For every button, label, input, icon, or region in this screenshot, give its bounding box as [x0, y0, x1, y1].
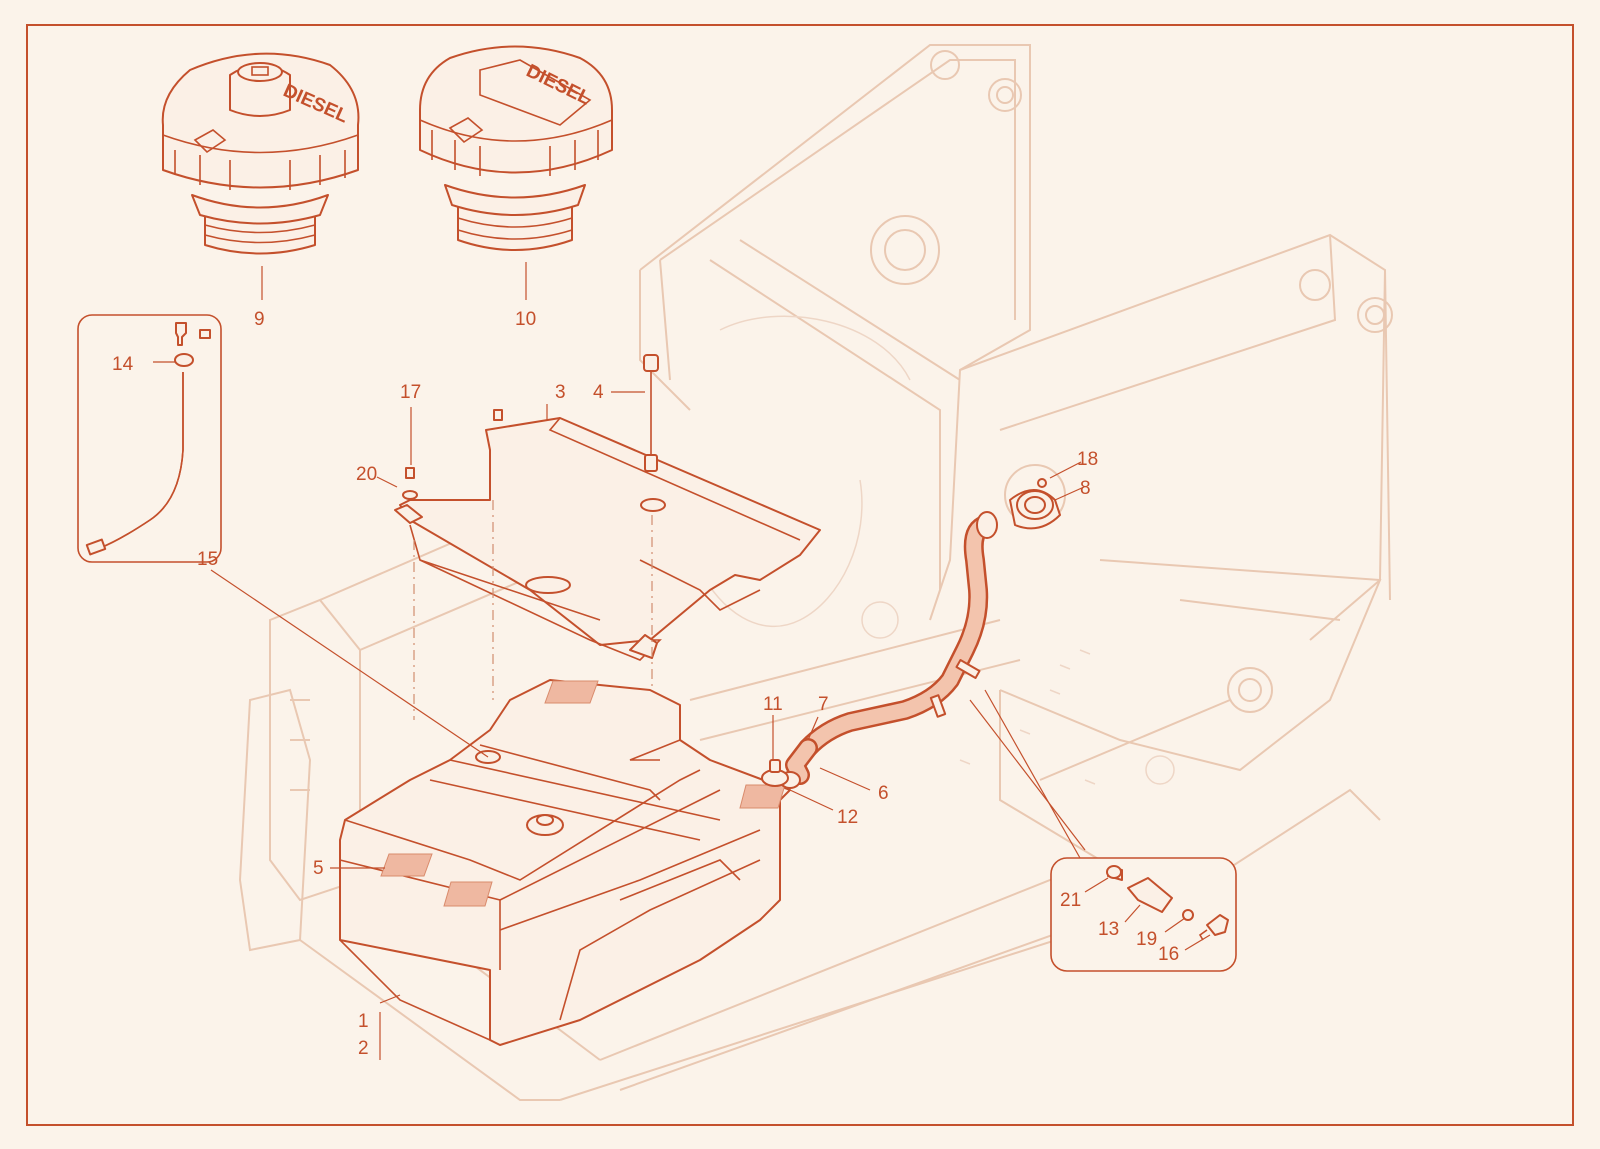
filler-neck-8 [1009, 478, 1061, 530]
clamp-12-fitting-11 [761, 759, 789, 787]
callout-1: 1 [358, 1011, 369, 1032]
callout-19: 19 [1136, 929, 1157, 950]
callout-6: 6 [878, 783, 889, 804]
callout-5: 5 [313, 858, 324, 879]
fuel-cap-10: DIESEL [419, 45, 613, 251]
callout-16: 16 [1158, 944, 1179, 965]
callout-20: 20 [356, 464, 377, 485]
callout-8: 8 [1080, 478, 1091, 499]
tank-bracket-3 [394, 417, 821, 661]
callout-7: 7 [818, 694, 829, 715]
bolt-17-washer-20 [402, 409, 503, 500]
vent-hose-inset [77, 314, 222, 563]
callout-13: 13 [1098, 919, 1119, 940]
alignment-lines [413, 500, 653, 720]
callout-14: 14 [112, 354, 134, 375]
callout-2: 2 [358, 1038, 369, 1059]
callout-9: 9 [254, 309, 265, 330]
leader-lines [153, 262, 1211, 1060]
callout-17: 17 [400, 382, 421, 403]
latch-hardware-inset [1050, 857, 1237, 972]
callout-10: 10 [515, 309, 536, 330]
callout-18: 18 [1077, 449, 1098, 470]
callout-labels: 1 2 3 4 5 6 7 8 9 10 11 12 13 14 15 16 1… [112, 309, 1179, 1059]
callout-21: 21 [1060, 890, 1081, 911]
callout-3: 3 [555, 382, 566, 403]
diagram-border [26, 24, 1574, 1126]
callout-4: 4 [593, 382, 604, 403]
fuel-level-sender-4 [640, 354, 666, 512]
filler-hose-6-7 [779, 511, 998, 789]
callout-11: 11 [763, 694, 783, 715]
callout-15: 15 [197, 549, 218, 570]
callout-12: 12 [837, 807, 858, 828]
fuel-cap-9: DIESEL [161, 52, 360, 255]
